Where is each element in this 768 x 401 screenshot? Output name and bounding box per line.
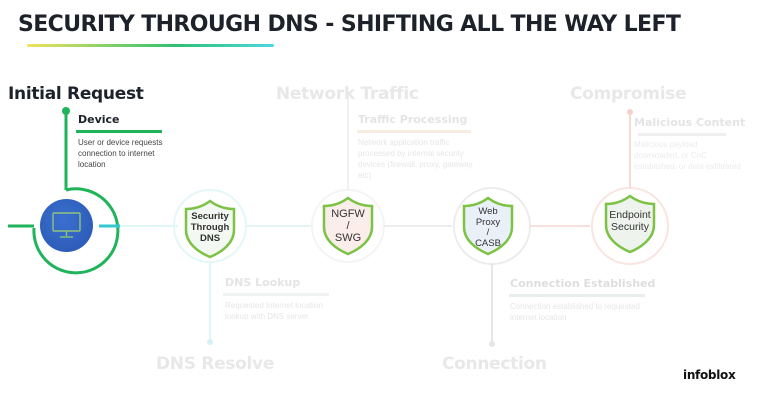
device-node bbox=[40, 199, 93, 252]
dns-lookup-desc: Requested Internet location lookup with … bbox=[225, 301, 323, 321]
traffic-processing-desc: Network application traffic processed by… bbox=[358, 138, 473, 180]
connection-established-rule bbox=[509, 294, 645, 297]
shield-text: CASB bbox=[475, 237, 501, 249]
shield-text: Endpoint bbox=[609, 209, 651, 221]
monitor-icon bbox=[52, 212, 81, 238]
malicious-content-title: Malicious Content bbox=[634, 116, 746, 129]
dns-lookup-title: DNS Lookup bbox=[225, 276, 301, 289]
dns-lookup-rule bbox=[223, 293, 329, 296]
connection-established-desc: Connection established to requested inte… bbox=[510, 302, 640, 322]
malicious-content-rule bbox=[638, 133, 726, 136]
page-title: SECURITY THROUGH DNS - SHIFTING ALL THE … bbox=[18, 12, 681, 37]
shield-text: Web bbox=[478, 206, 498, 217]
endpoint-security-shield: Endpoint Security bbox=[602, 193, 658, 255]
title-underline bbox=[27, 44, 274, 47]
stage-initial-request: Initial Request bbox=[8, 84, 144, 104]
shield-icon bbox=[604, 194, 656, 254]
shield-text: NGFW bbox=[331, 208, 365, 220]
device-card-title: Device bbox=[78, 113, 120, 126]
shield-text: Through bbox=[190, 222, 230, 233]
security-through-dns-shield: Security Through DNS bbox=[182, 198, 238, 260]
stage-dns-resolve: DNS Resolve bbox=[156, 354, 275, 374]
ngfw-swg-shield: NGFW / SWG bbox=[320, 195, 376, 257]
malicious-content-desc: Malicious payload downloaded, or CnC est… bbox=[634, 140, 741, 171]
connection-established-title: Connection Established bbox=[510, 277, 656, 290]
shield-text: / bbox=[346, 220, 350, 232]
traffic-processing-title: Traffic Processing bbox=[358, 113, 468, 126]
shield-text: Proxy bbox=[475, 216, 501, 228]
shield-icon bbox=[184, 199, 236, 259]
infoblox-logo: infoblox bbox=[683, 368, 736, 382]
traffic-processing-rule bbox=[357, 130, 471, 133]
web-proxy-casb-shield: Web Proxy / CASB bbox=[460, 195, 516, 257]
shield-text: DNS bbox=[199, 233, 221, 244]
shield-text: / bbox=[486, 227, 490, 238]
shield-text: Security bbox=[191, 211, 229, 222]
device-card-desc: User or device requests connection to in… bbox=[78, 138, 163, 169]
stage-connection: Connection bbox=[442, 354, 547, 374]
stage-network-traffic: Network Traffic bbox=[276, 84, 419, 104]
stage-compromise: Compromise bbox=[570, 84, 687, 104]
shield-icon bbox=[322, 196, 374, 256]
shield-text: SWG bbox=[334, 232, 362, 244]
device-card-rule bbox=[76, 130, 162, 133]
shield-text: Security bbox=[611, 221, 649, 233]
shield-icon bbox=[462, 196, 514, 256]
